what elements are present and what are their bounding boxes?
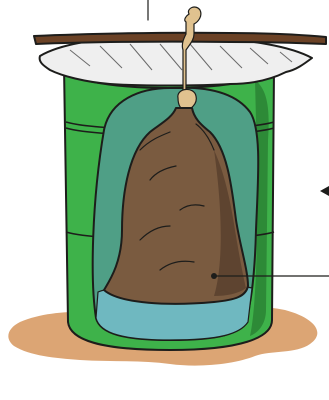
cloth-cover xyxy=(40,38,312,86)
pointer-dot xyxy=(211,273,217,279)
wooden-stick xyxy=(34,33,326,44)
arrow-left-icon xyxy=(320,186,329,196)
